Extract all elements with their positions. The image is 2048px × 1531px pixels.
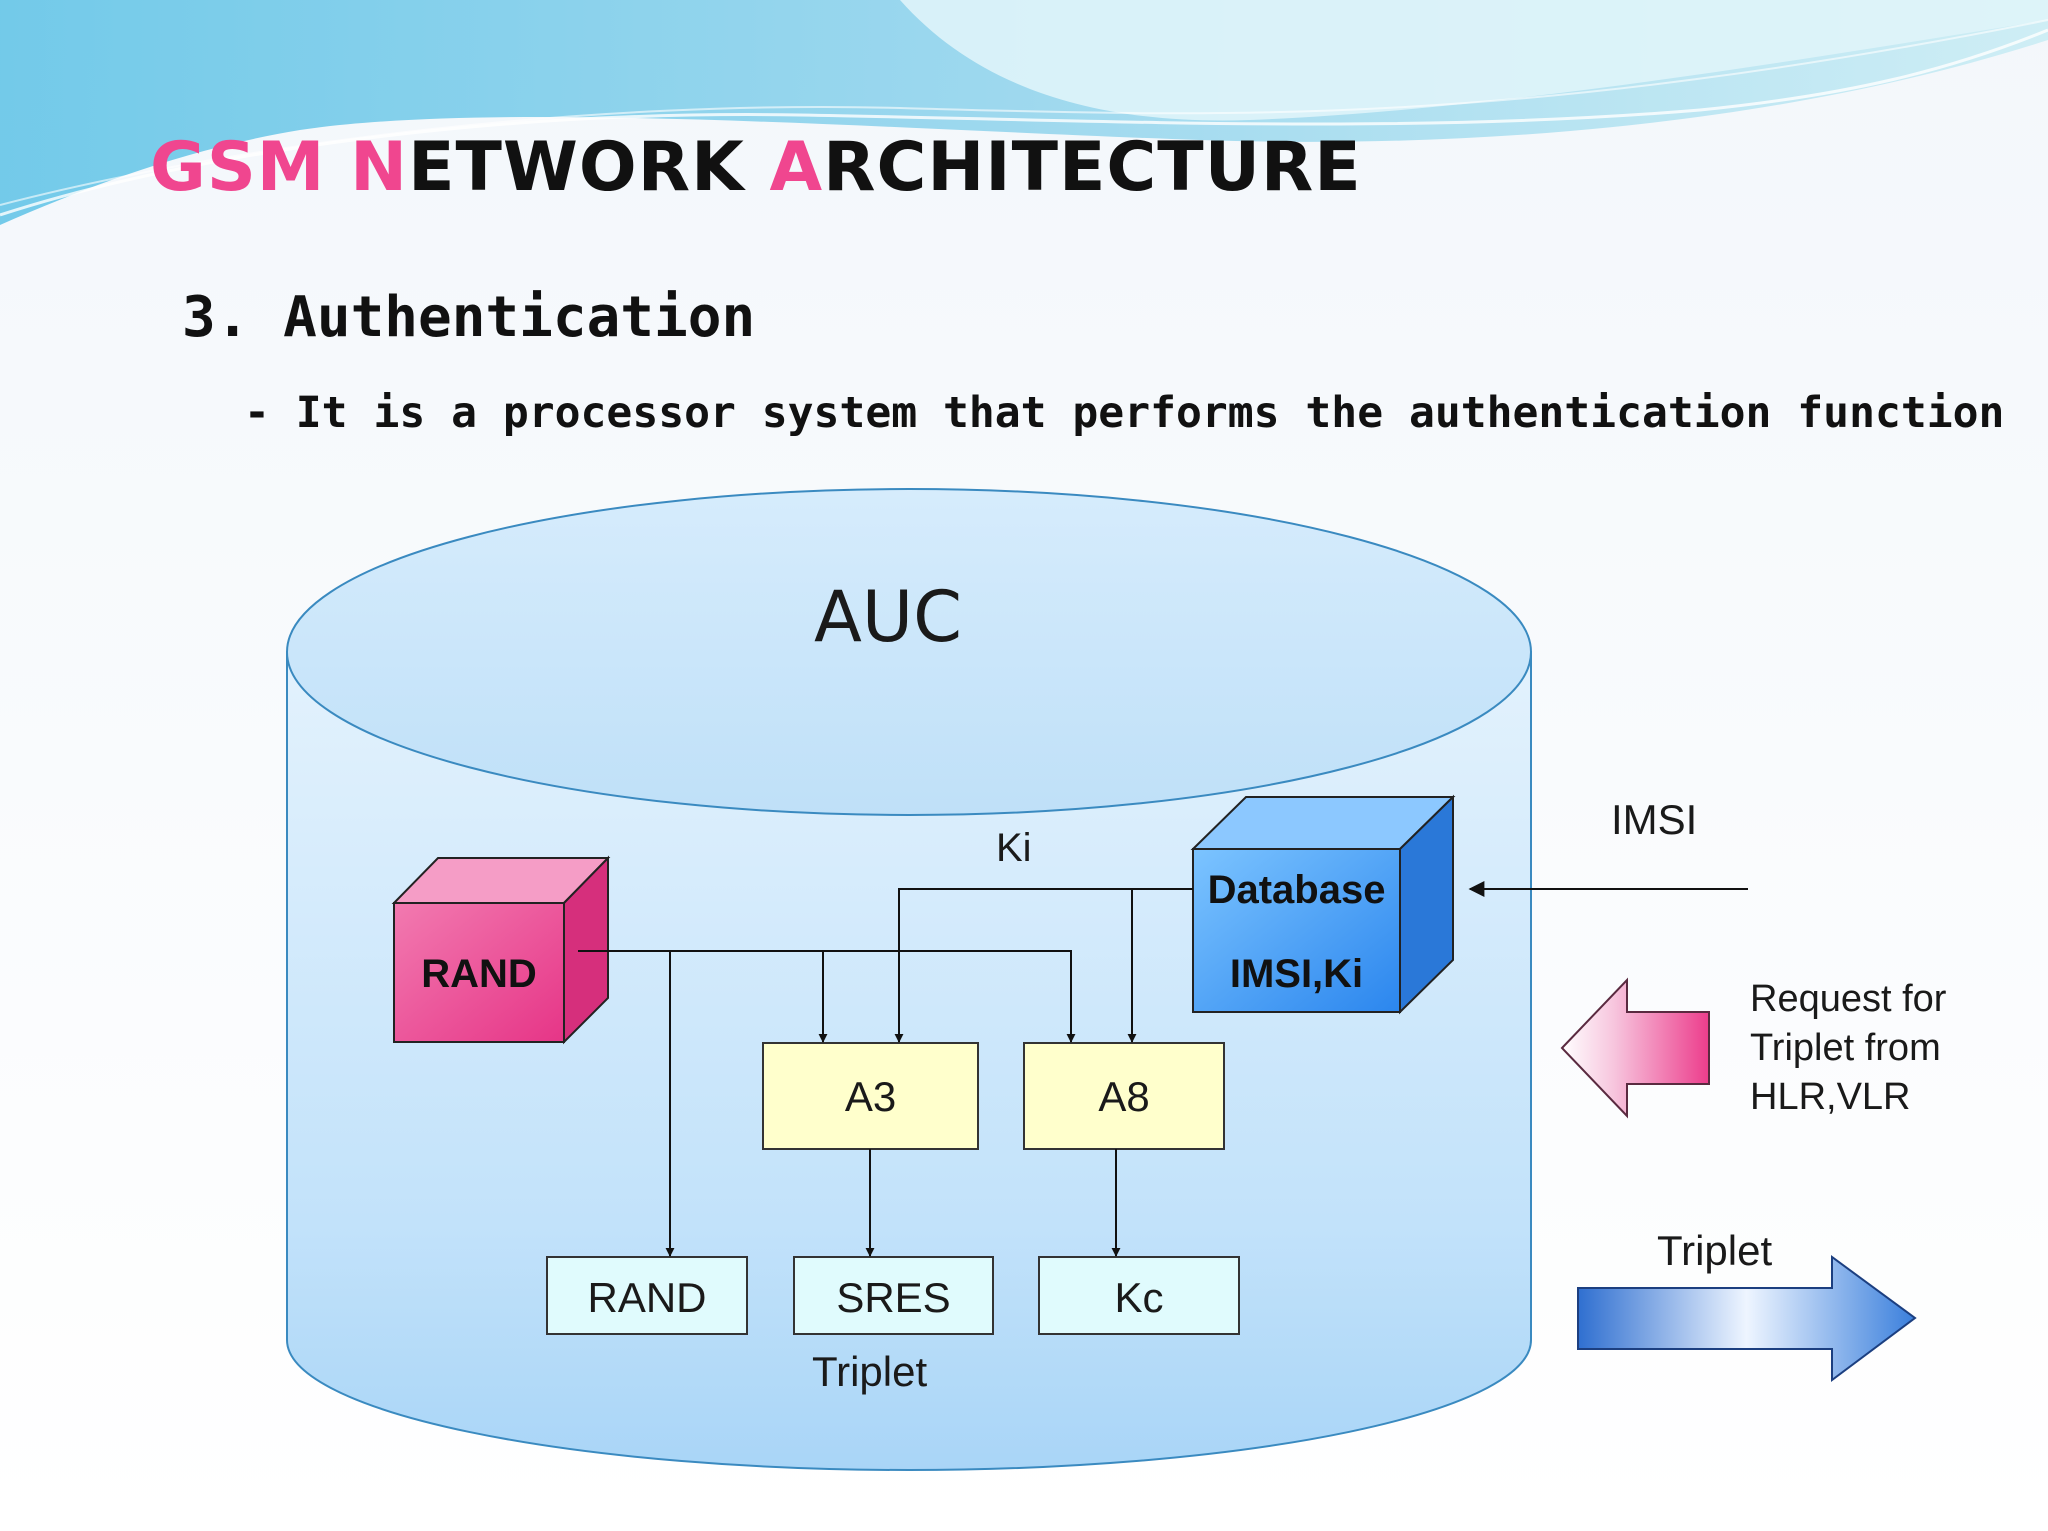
out-rand-box — [546, 1256, 748, 1335]
triplet-arrow — [1577, 1255, 1917, 1382]
database-imsi-ki-label: IMSI,Ki — [1229, 952, 1364, 996]
triplet-caption: Triplet — [812, 1348, 928, 1395]
title-rest-architecture: RCHITECTURE — [823, 128, 1362, 207]
title-accent-n: N — [350, 128, 409, 207]
triplet-arrow-label: Triplet — [1657, 1227, 1773, 1274]
header-wave-line-2 — [0, 19, 2048, 206]
section-heading: 3. Authentication — [182, 285, 756, 350]
imsi-label: IMSI — [1611, 796, 1698, 843]
out-sres-label: SRES — [836, 1274, 951, 1321]
out-kc-label: Kc — [1114, 1274, 1164, 1321]
auc-cylinder-top — [286, 488, 1532, 816]
a3-label: A3 — [844, 1073, 897, 1120]
connectors — [578, 881, 1748, 1257]
a8-label: A8 — [1098, 1073, 1150, 1120]
header-wave-line — [0, 28, 2048, 217]
request-label-line-3: HLR,VLR — [1750, 1076, 1911, 1118]
database-cube — [1190, 794, 1456, 1015]
request-label-line-2: Triplet from — [1750, 1027, 1941, 1069]
rand-bus-line — [578, 950, 1076, 1043]
request-arrow — [1560, 977, 1710, 1119]
a8-box — [1023, 1042, 1225, 1150]
out-rand-label: RAND — [587, 1274, 707, 1321]
ki-bus-line — [894, 888, 1193, 1043]
title-rest-network: ETWORK — [408, 128, 770, 207]
out-kc-box — [1038, 1256, 1240, 1335]
ki-label: Ki — [996, 826, 1032, 870]
rand-cube-label: RAND — [421, 952, 537, 996]
title-accent-a: A — [769, 128, 824, 207]
out-sres-box — [793, 1256, 994, 1335]
request-label-line-1: Request for — [1750, 978, 1947, 1020]
auc-label: AUC — [814, 576, 962, 658]
description-text: - It is a processor system that performs… — [244, 388, 2005, 438]
database-label: Database — [1207, 868, 1386, 912]
title-accent-gsm: GSM — [150, 128, 351, 207]
header-wave-light — [900, 0, 2048, 121]
slide-title: GSM NETWORK ARCHITECTURE — [150, 128, 1362, 207]
rand-cube — [391, 855, 611, 1045]
